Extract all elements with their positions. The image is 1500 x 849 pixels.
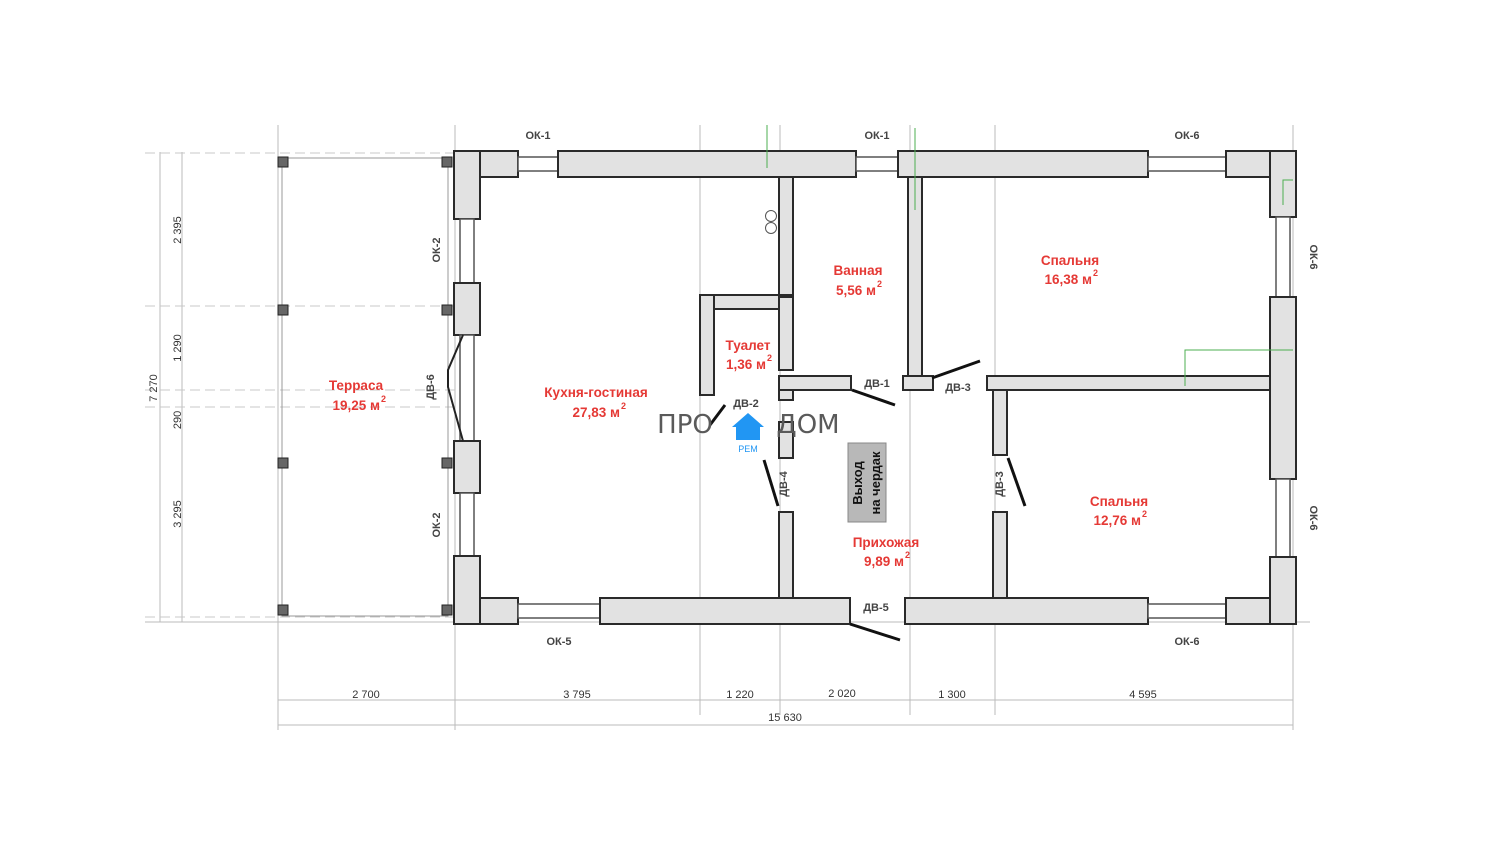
room-label-toilet: Туалет 1,36 м 2 — [726, 338, 772, 372]
svg-text:2: 2 — [381, 394, 386, 404]
svg-text:290: 290 — [172, 411, 184, 429]
svg-text:Спальня: Спальня — [1041, 253, 1099, 268]
svg-text:16,38 м: 16,38 м — [1044, 272, 1092, 287]
house-icon — [732, 413, 764, 440]
terrace-post — [441, 304, 453, 316]
room-label-bathroom: Ванная 5,56 м 2 — [834, 263, 883, 298]
svg-text:3 295: 3 295 — [172, 500, 184, 528]
svg-text:7 270: 7 270 — [148, 374, 160, 402]
exterior-walls — [453, 150, 1297, 625]
svg-text:1 220: 1 220 — [726, 689, 754, 701]
svg-text:ОК-2: ОК-2 — [431, 237, 443, 262]
svg-text:Туалет: Туалет — [726, 338, 771, 353]
svg-text:ДОМ: ДОМ — [776, 410, 839, 440]
svg-text:1 290: 1 290 — [172, 334, 184, 362]
terrace-post — [441, 604, 453, 616]
terrace-post — [441, 457, 453, 469]
bottom-dimensions: 2 700 3 795 1 220 2 020 1 300 4 595 15 6… — [352, 688, 1157, 724]
room-label-kitchen: Кухня-гостиная 27,83 м 2 — [544, 385, 647, 420]
svg-text:Ванная: Ванная — [834, 263, 883, 278]
terrace-outline — [145, 152, 455, 618]
svg-text:Спальня: Спальня — [1090, 494, 1148, 509]
terrace-post — [277, 604, 289, 616]
svg-text:ОК-5: ОК-5 — [546, 636, 571, 648]
svg-text:ОК-6: ОК-6 — [1174, 636, 1199, 648]
svg-text:2: 2 — [1142, 509, 1147, 519]
attic-exit-line2: на чердак — [868, 451, 883, 515]
svg-text:ДВ-5: ДВ-5 — [863, 602, 889, 614]
fixture-icon — [765, 222, 777, 234]
svg-text:ОК-6: ОК-6 — [1307, 244, 1319, 269]
room-label-hallway: Прихожая 9,89 м 2 — [853, 535, 920, 569]
fixture-icon — [765, 210, 777, 222]
room-label-bedroom-2: Спальня 12,76 м 2 — [1090, 494, 1148, 528]
svg-text:2 395: 2 395 — [172, 216, 184, 244]
svg-text:2: 2 — [877, 279, 882, 289]
svg-text:9,89 м: 9,89 м — [864, 554, 904, 569]
room-label-terrace: Терраса 19,25 м 2 — [329, 378, 386, 413]
svg-text:4 595: 4 595 — [1129, 689, 1157, 701]
svg-text:2: 2 — [767, 353, 772, 363]
terrace-post — [441, 156, 453, 168]
svg-text:Кухня-гостиная: Кухня-гостиная — [544, 385, 647, 400]
svg-text:2: 2 — [1093, 268, 1098, 278]
svg-text:Терраса: Терраса — [329, 378, 384, 393]
door-labels: ДВ-1 ДВ-2 ДВ-3 ДВ-3 ДВ-4 ДВ-5 ДВ-6 — [425, 374, 1006, 614]
room-label-bedroom-1: Спальня 16,38 м 2 — [1041, 253, 1099, 287]
attic-exit-box — [847, 442, 887, 523]
terrace-post — [277, 156, 289, 168]
svg-text:12,76 м: 12,76 м — [1093, 513, 1141, 528]
left-dimensions: 2 395 1 290 290 3 295 7 270 — [148, 216, 184, 528]
svg-text:ДВ-3: ДВ-3 — [994, 471, 1006, 497]
svg-text:ДВ-6: ДВ-6 — [425, 374, 437, 400]
svg-text:ОК-1: ОК-1 — [525, 130, 550, 142]
svg-text:19,25 м: 19,25 м — [332, 398, 380, 413]
svg-text:1 300: 1 300 — [938, 689, 966, 701]
svg-text:ДВ-2: ДВ-2 — [733, 398, 759, 410]
svg-text:ПРО: ПРО — [657, 410, 713, 440]
svg-text:2: 2 — [621, 401, 626, 411]
utility-lines — [766, 125, 1293, 386]
svg-text:ДВ-4: ДВ-4 — [778, 470, 790, 496]
svg-text:2 700: 2 700 — [352, 689, 380, 701]
svg-text:3 795: 3 795 — [563, 689, 591, 701]
svg-text:27,83 м: 27,83 м — [572, 405, 620, 420]
svg-text:5,56 м: 5,56 м — [836, 283, 876, 298]
svg-text:2 020: 2 020 — [828, 688, 856, 700]
svg-text:ОК-6: ОК-6 — [1307, 505, 1319, 530]
svg-text:ОК-6: ОК-6 — [1174, 130, 1199, 142]
window-labels: ОК-1 ОК-1 ОК-6 ОК-2 ОК-2 ОК-6 ОК-6 ОК-5 … — [431, 130, 1319, 648]
svg-text:15 630: 15 630 — [768, 712, 802, 724]
terrace-post — [277, 304, 289, 316]
svg-text:РЕМ: РЕМ — [738, 444, 758, 454]
logo: ПРО ДОМ РЕМ — [657, 410, 839, 454]
interior-walls — [699, 176, 1271, 599]
attic-exit-line1: Выход — [850, 461, 865, 505]
svg-text:2: 2 — [905, 550, 910, 560]
terrace-post — [277, 457, 289, 469]
svg-text:1,36 м: 1,36 м — [726, 357, 766, 372]
svg-text:Прихожая: Прихожая — [853, 535, 920, 550]
svg-text:ДВ-1: ДВ-1 — [864, 378, 890, 390]
svg-text:ДВ-3: ДВ-3 — [945, 382, 971, 394]
svg-text:ОК-2: ОК-2 — [431, 512, 443, 537]
door-swings — [447, 334, 1027, 642]
svg-text:ОК-1: ОК-1 — [864, 130, 889, 142]
dimension-lines — [145, 125, 1310, 730]
